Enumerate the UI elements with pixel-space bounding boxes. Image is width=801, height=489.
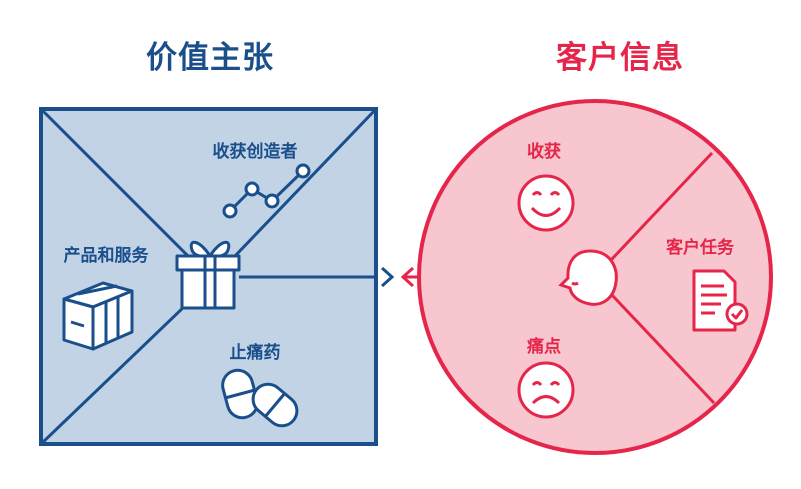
package-box-icon [62,281,134,351]
sad-face-icon [517,361,575,419]
pain-relievers-label: 止痛药 [230,342,281,363]
rising-graph-icon [222,163,311,219]
pills-icon [221,368,299,428]
value-proposition-title: 价值主张 [146,40,274,76]
gain-creators-label: 收获创造者 [213,141,298,162]
gains-label: 收获 [527,141,561,162]
pains-label: 痛点 [527,336,561,357]
task-document-icon [692,269,749,332]
customer-jobs-label: 客户任务 [665,237,735,258]
smiley-face-icon [517,174,575,232]
gift-icon [175,240,241,310]
products-services-label: 产品和服务 [64,245,150,266]
customer-profile-title: 客户信息 [556,40,684,76]
customer-head-icon [558,249,618,306]
